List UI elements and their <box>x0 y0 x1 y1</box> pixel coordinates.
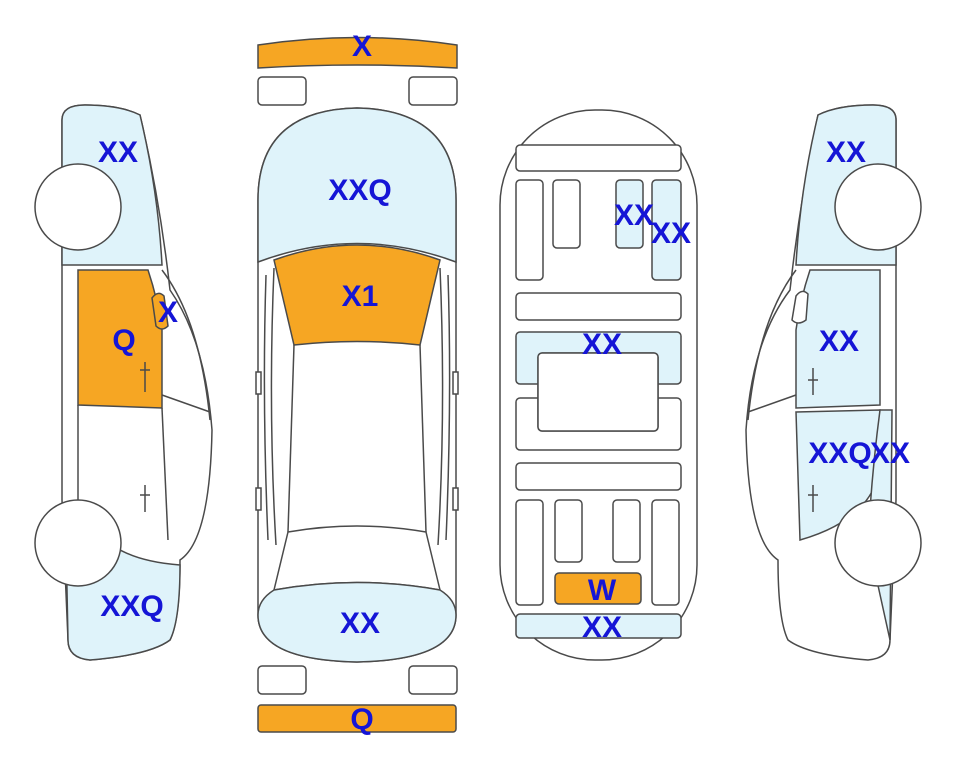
windshield-part[interactable] <box>273 244 441 346</box>
hood-part[interactable] <box>257 107 457 264</box>
floor-rear-panel-part[interactable] <box>515 613 682 639</box>
left-rear-wheel <box>34 499 122 587</box>
left-mirror-part[interactable] <box>151 292 169 330</box>
floor-front-right-2-part[interactable] <box>651 179 682 281</box>
label-floor-front-right-2: XX <box>651 217 691 250</box>
floor-front-right-1-part[interactable] <box>615 179 644 249</box>
front-left-light <box>257 76 307 106</box>
label-right-rear-door-b: XX <box>870 437 910 470</box>
label-left-front-fender: XX <box>98 136 138 169</box>
label-right-front-door: XX <box>819 325 859 358</box>
label-floor-rear-panel: XX <box>582 611 622 644</box>
front-bumper-part[interactable] <box>257 36 458 69</box>
label-right-rear-door-a: XXQ <box>808 437 871 470</box>
label-left-front-door: Q <box>112 324 135 357</box>
right-rear-wheel <box>834 499 922 587</box>
label-rear-bumper: Q <box>350 703 373 736</box>
label-trunk-lid: XX <box>340 607 380 640</box>
underbody-view <box>499 109 698 661</box>
damage-labels: X XXQ X1 XX Q XX Q X XXQ XX XX XX W XX X… <box>98 30 910 736</box>
label-floor-rear-small: W <box>588 574 617 607</box>
floor-rear-small-part[interactable] <box>554 572 642 605</box>
label-right-front-fender: XX <box>826 136 866 169</box>
rear-right-light <box>408 665 458 695</box>
right-side-view <box>745 104 922 661</box>
label-hood: XXQ <box>328 174 391 207</box>
label-front-bumper: X <box>352 30 372 63</box>
label-floor-front-right-1: XX <box>614 199 654 232</box>
trunk-lid-part[interactable] <box>257 581 457 663</box>
label-left-mirror: X <box>158 296 178 329</box>
label-left-rear-quarter: XXQ <box>100 590 163 623</box>
right-front-wheel <box>834 163 922 251</box>
rear-bumper-part[interactable] <box>257 704 457 733</box>
left-front-wheel <box>34 163 122 251</box>
label-windshield: X1 <box>342 280 379 313</box>
front-right-light <box>408 76 458 106</box>
rear-left-light <box>257 665 307 695</box>
label-floor-middle: XX <box>582 328 622 361</box>
top-view <box>255 36 459 733</box>
left-side-view <box>34 104 213 661</box>
